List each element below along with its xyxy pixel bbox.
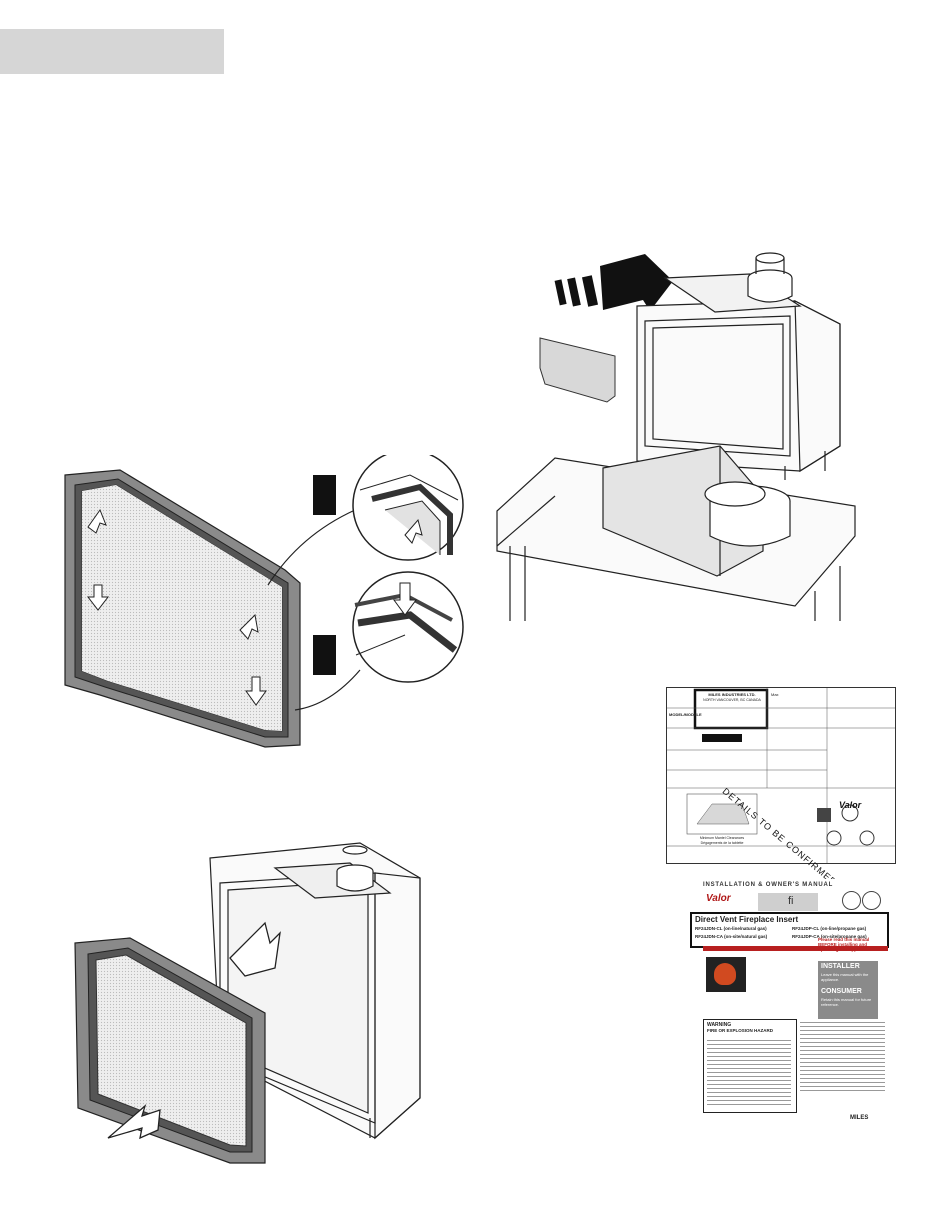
screen-frame	[74, 937, 266, 1164]
screen-frame-illustration	[64, 455, 464, 748]
certification-star-icon	[862, 891, 881, 910]
company-sub: NORTH VANCOUVER, BC CANADA	[703, 698, 761, 702]
push-arrow-icon	[229, 921, 281, 977]
consumer-text: Retain this manual for future reference.	[821, 997, 872, 1007]
certification-star-icon	[842, 891, 861, 910]
baffle-plate	[539, 337, 616, 403]
model-label: MODEL/MODÈLE	[669, 712, 702, 717]
model-item: RF24JDP-CA (on-site/propane gas)	[792, 934, 867, 939]
installer-text: Leave this manual with the appliance.	[821, 972, 869, 982]
company-name: MILES INDUSTRIES LTD.	[708, 692, 756, 697]
down-arrow-icon	[393, 582, 417, 616]
label-brand: Valor	[839, 800, 862, 810]
detail-circle-bottom	[352, 571, 464, 683]
baffle-detail-view	[496, 445, 856, 621]
model-item: RF24JDN-CL (on-line/natural gas)	[695, 926, 767, 931]
step-marker-b	[313, 635, 336, 675]
section-header-bar	[0, 29, 224, 74]
up-arrow-icon	[87, 508, 107, 534]
manual-brand: Valor	[706, 893, 731, 904]
clearance-caption: Minimum Mantel Clearances	[699, 836, 745, 840]
up-arrow-icon	[239, 613, 259, 640]
rating-label-thumbnail: MILES INDUSTRIES LTD. NORTH VANCOUVER, B…	[666, 687, 896, 888]
baffle-installation-illustration	[496, 252, 856, 621]
down-arrow-icon	[86, 584, 110, 611]
push-arrow-icon	[107, 1104, 161, 1140]
compliance-text	[800, 1019, 885, 1091]
manual-cover-thumbnail: INSTALLATION & OWNER'S MANUAL Valor fi D…	[690, 879, 889, 1129]
warning-title: WARNING	[707, 1022, 732, 1028]
warning-box: WARNING FIRE OR EXPLOSION HAZARD	[703, 1019, 797, 1113]
push-arrow-icon	[554, 254, 673, 311]
read-notice: Please read this manual BEFORE installin…	[818, 937, 872, 952]
step-marker-a	[313, 475, 336, 515]
clearance-caption-fr: Dégagements de la tablette	[700, 841, 744, 845]
installer-title: INSTALLER	[821, 963, 860, 970]
down-arrow-icon	[245, 676, 267, 706]
fi-logo: fi	[788, 895, 794, 907]
flame-warning-image	[706, 957, 746, 992]
fireplace-insert-body	[636, 252, 841, 480]
screen-frame	[64, 469, 301, 748]
footer-brand: MILES	[850, 1115, 869, 1121]
product-name: Direct Vent Fireplace Insert	[695, 915, 799, 924]
up-arrow-icon	[404, 518, 423, 544]
frame-attachment-illustration	[74, 842, 421, 1164]
consumer-title: CONSUMER	[821, 988, 862, 995]
red-band	[703, 946, 888, 951]
detail-circle-top	[352, 455, 464, 561]
logo-band: fi	[758, 893, 818, 911]
max-label: Max	[771, 692, 779, 697]
model-item: RF24JDP-CL (on-line/propane gas)	[792, 926, 867, 931]
audience-panel: INSTALLER Leave this manual with the app…	[818, 961, 878, 1019]
manual-title: INSTALLATION & OWNER'S MANUAL	[703, 882, 834, 888]
warning-subtitle: FIRE OR EXPLOSION HAZARD	[707, 1028, 774, 1033]
model-item: RF24JDN-CA (on-site/natural gas)	[695, 934, 768, 939]
